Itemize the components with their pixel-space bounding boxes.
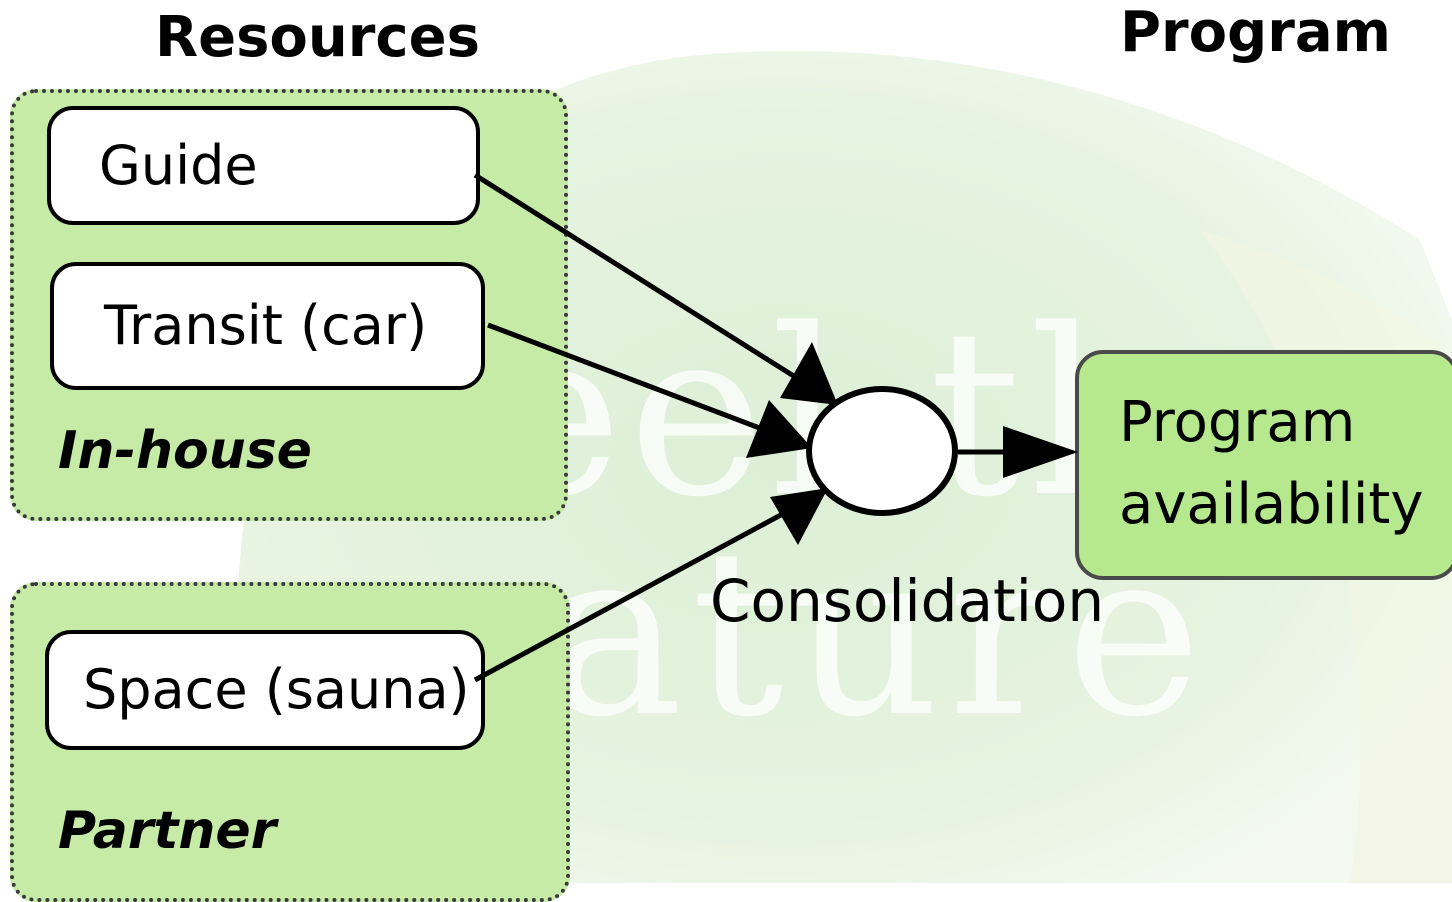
guide-label: Guide (99, 133, 258, 197)
guide-node: Guide (47, 106, 480, 225)
partner-label: Partner (58, 801, 277, 861)
arrow-space-line (473, 507, 792, 683)
program-availability-line-1: Program (1119, 390, 1356, 455)
transit-label: Transit (car) (104, 294, 428, 357)
program-header: Program (1120, 0, 1391, 65)
transit-node: Transit (car) (50, 262, 485, 390)
program-availability-line-2: availability (1119, 472, 1424, 537)
arrow-guide-line (473, 172, 802, 383)
connections (473, 172, 1078, 683)
arrow-space-head (770, 488, 828, 545)
arrow-guide-head (780, 342, 838, 405)
arrow-transit-head (746, 400, 812, 458)
consolidation-label: Consolidation (710, 567, 1105, 635)
arrow-transit-line (487, 322, 771, 435)
space-node: Space (sauna) (45, 630, 485, 750)
resources-header: Resources (155, 5, 480, 70)
arrow-output-head (1003, 426, 1078, 478)
program-availability-node: Program availability (1075, 350, 1452, 580)
consolidation-node (806, 386, 958, 516)
inhouse-label: In-house (58, 421, 312, 481)
space-label: Space (sauna) (83, 658, 470, 721)
